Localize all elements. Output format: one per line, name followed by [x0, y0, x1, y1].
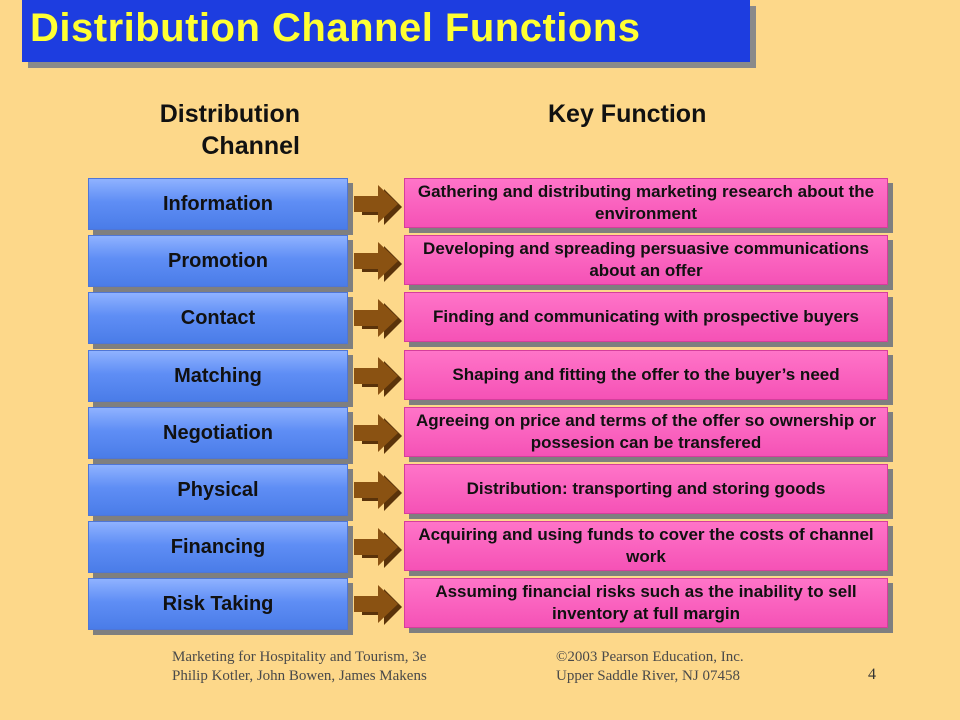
table-row: Promotion Developing and spreading persua… [0, 235, 960, 287]
function-box: Finding and communicating with prospecti… [404, 292, 888, 342]
page-number: 4 [868, 666, 876, 683]
footer-book-title: Marketing for Hospitality and Tourism, 3… [172, 649, 427, 665]
table-row: Financing Acquiring and using funds to co… [0, 521, 960, 573]
function-box: Developing and spreading persuasive comm… [404, 235, 888, 285]
column-header-function: Key Function [548, 100, 707, 128]
right-arrow-icon [352, 239, 404, 283]
channel-box: Risk Taking [88, 578, 348, 630]
footer-address: Upper Saddle River, NJ 07458 [556, 668, 740, 684]
function-box: Gathering and distributing marketing res… [404, 178, 888, 228]
channel-box: Information [88, 178, 348, 230]
footer-publisher: ©2003 Pearson Education, Inc. Upper Sadd… [556, 648, 744, 686]
channel-box: Physical [88, 464, 348, 516]
right-arrow-icon [352, 354, 404, 398]
right-arrow-icon [352, 411, 404, 455]
table-row: Matching Shaping and fitting the offer to… [0, 350, 960, 402]
channel-box: Promotion [88, 235, 348, 287]
channel-box: Matching [88, 350, 348, 402]
function-box: Assuming financial risks such as the ina… [404, 578, 888, 628]
channel-box: Negotiation [88, 407, 348, 459]
table-row: Information Gathering and distributing ma… [0, 178, 960, 230]
right-arrow-icon [352, 525, 404, 569]
function-box: Shaping and fitting the offer to the buy… [404, 350, 888, 400]
function-box: Acquiring and using funds to cover the c… [404, 521, 888, 571]
title-banner: Distribution Channel Functions [22, 0, 750, 62]
column-header-channel-line2: Channel [201, 132, 300, 160]
table-row: Contact Finding and communicating with pr… [0, 292, 960, 344]
channel-box: Financing [88, 521, 348, 573]
right-arrow-icon [352, 582, 404, 626]
function-box: Distribution: transporting and storing g… [404, 464, 888, 514]
function-box: Agreeing on price and terms of the offer… [404, 407, 888, 457]
table-row: Physical Distribution: transporting and s… [0, 464, 960, 516]
footer-book-info: Marketing for Hospitality and Tourism, 3… [172, 648, 427, 686]
channel-box: Contact [88, 292, 348, 344]
footer-copyright: ©2003 Pearson Education, Inc. [556, 649, 744, 665]
right-arrow-icon [352, 468, 404, 512]
right-arrow-icon [352, 182, 404, 226]
table-row: Risk Taking Assuming financial risks such… [0, 578, 960, 630]
column-header-channel: Distribution Channel [120, 98, 300, 162]
table-row: Negotiation Agreeing on price and terms o… [0, 407, 960, 459]
slide-title: Distribution Channel Functions [30, 6, 641, 50]
footer-authors: Philip Kotler, John Bowen, James Makens [172, 668, 427, 684]
right-arrow-icon [352, 296, 404, 340]
column-header-channel-line1: Distribution [159, 100, 300, 128]
